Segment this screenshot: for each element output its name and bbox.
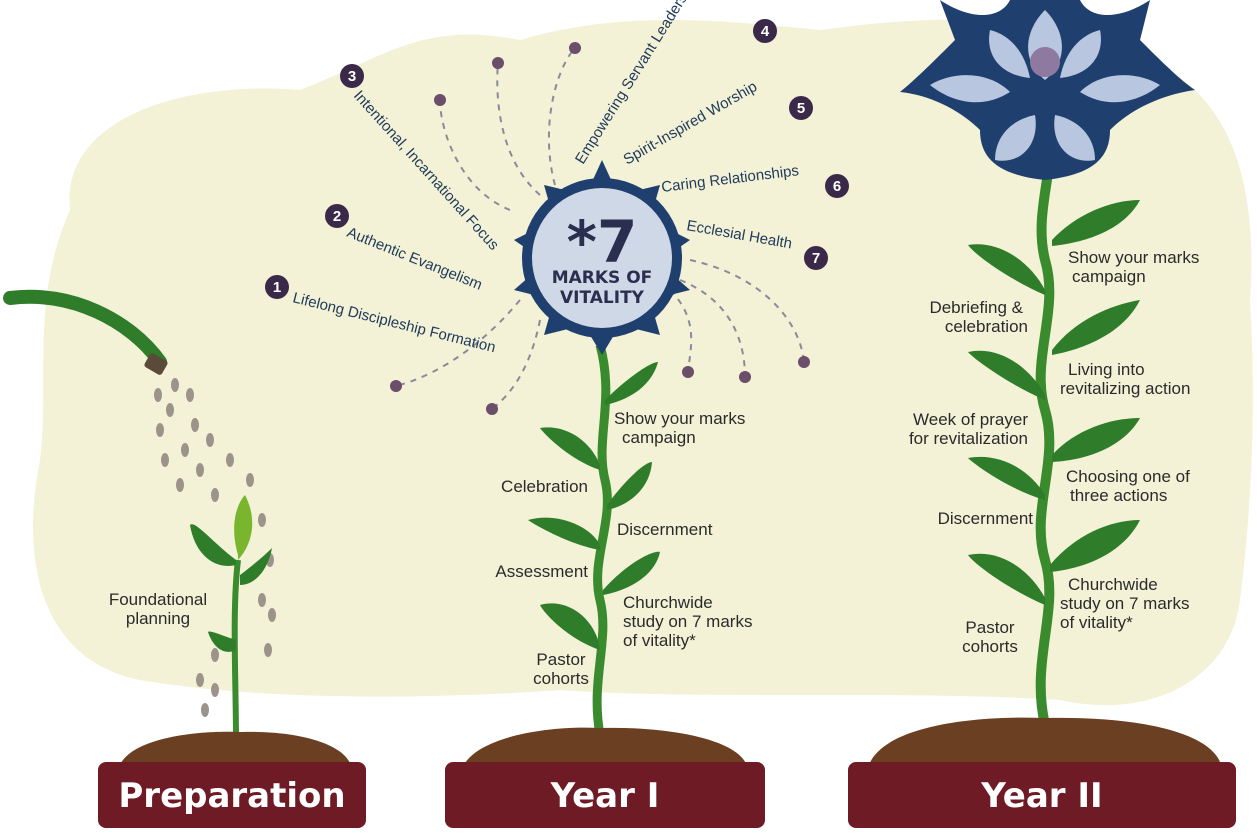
mark-1-number: 1 bbox=[273, 279, 281, 296]
y2-debrief-line1: Debriefing & bbox=[929, 298, 1023, 317]
y2-show-line2: campaign bbox=[1072, 267, 1146, 286]
y1-assessment: Assessment bbox=[495, 562, 588, 581]
y1-study-line1: Churchwide bbox=[623, 593, 713, 612]
y2-debrief-line2: celebration bbox=[945, 317, 1028, 336]
y1-pastor-line2: cohorts bbox=[533, 669, 589, 688]
y2-show-line1: Show your marks bbox=[1068, 248, 1199, 267]
y1-study-line3: of vitality* bbox=[623, 631, 696, 650]
year1-plant bbox=[528, 343, 660, 736]
vitality-hub bbox=[514, 160, 690, 355]
y1-celebration: Celebration bbox=[501, 477, 588, 496]
prep-step-line1: Foundational bbox=[109, 590, 207, 609]
y2-prayer-line1: Week of prayer bbox=[913, 410, 1028, 429]
y1-pastor-line1: Pastor bbox=[536, 650, 585, 669]
y2-discernment: Discernment bbox=[938, 509, 1034, 528]
preparation-plant bbox=[190, 495, 272, 741]
y2-study-line3: of vitality* bbox=[1060, 613, 1133, 632]
mark-5-number: 5 bbox=[797, 100, 805, 117]
preparation-base bbox=[98, 762, 366, 828]
mark-2-number: 2 bbox=[333, 208, 341, 225]
year2-label: Year II bbox=[980, 776, 1102, 816]
y2-choosing-line2: three actions bbox=[1070, 486, 1167, 505]
mark-4-number: 4 bbox=[761, 23, 770, 40]
y2-choosing-line1: Choosing one of bbox=[1066, 467, 1190, 486]
hub-title-line1: MARKS OF bbox=[552, 268, 653, 288]
hub-title-number: *7 bbox=[567, 208, 638, 276]
year1-label: Year I bbox=[550, 776, 660, 816]
y2-pastor-line2: cohorts bbox=[962, 637, 1018, 656]
ray-dots bbox=[390, 42, 810, 415]
year1-base bbox=[445, 762, 765, 828]
prep-step-line2: planning bbox=[126, 609, 190, 628]
preparation-label: Preparation bbox=[118, 776, 345, 816]
mark-6-number: 6 bbox=[833, 178, 841, 195]
watering-hose bbox=[3, 289, 168, 375]
y2-pastor-line1: Pastor bbox=[965, 618, 1014, 637]
number-badges bbox=[265, 19, 849, 299]
y2-study-line1: Churchwide bbox=[1068, 575, 1158, 594]
soil-mounds bbox=[118, 717, 1222, 770]
y1-show-line2: campaign bbox=[622, 428, 696, 447]
y2-living-line1: Living into bbox=[1068, 360, 1145, 379]
y1-discernment: Discernment bbox=[617, 520, 713, 539]
background-blob bbox=[33, 19, 1253, 706]
ray-lines bbox=[395, 47, 805, 410]
y2-study-line2: study on 7 marks bbox=[1060, 594, 1189, 613]
year2-base bbox=[848, 762, 1236, 828]
mark-7-number: 7 bbox=[812, 250, 820, 267]
y1-study-line2: study on 7 marks bbox=[623, 612, 752, 631]
y1-show-line1: Show your marks bbox=[614, 409, 745, 428]
year2-plant bbox=[968, 149, 1140, 727]
y2-living-line2: revitalizing action bbox=[1060, 379, 1190, 398]
hub-title-line2: VITALITY bbox=[560, 288, 645, 308]
y2-prayer-line2: for revitalization bbox=[909, 429, 1028, 448]
mark-3-number: 3 bbox=[348, 68, 356, 85]
stage-bases bbox=[98, 762, 1236, 828]
year2-flower bbox=[900, 0, 1195, 180]
